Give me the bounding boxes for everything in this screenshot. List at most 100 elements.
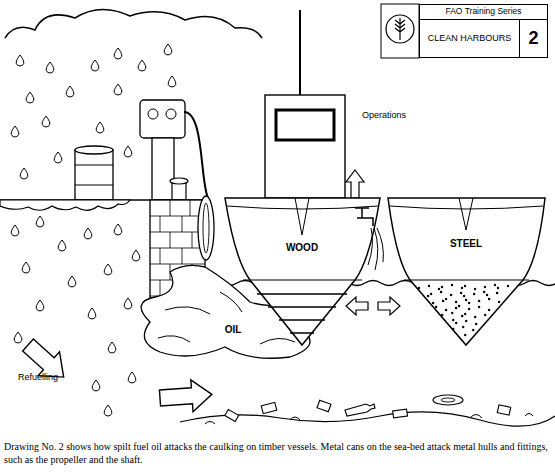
metal-can — [225, 409, 239, 421]
oil-drum — [75, 150, 113, 200]
corrosion-dot — [428, 285, 430, 287]
sunken-tyre — [433, 395, 463, 405]
corrosion-dot — [484, 314, 486, 316]
corrosion-dot — [463, 295, 465, 297]
corrosion-dot — [461, 315, 463, 317]
oil-outline — [141, 265, 310, 358]
corrosion-dot — [494, 284, 496, 286]
corrosion-dot — [455, 322, 457, 324]
steel-hull-shape — [388, 190, 545, 350]
corrosion-dot — [478, 306, 480, 308]
corrosion-dot — [445, 298, 447, 300]
title-block: FAO Training SeriesCLEAN HARBOURS2 — [419, 4, 548, 58]
corrosion-dot — [451, 312, 453, 314]
corrosion-dot — [475, 323, 477, 325]
attack-arrow — [346, 297, 368, 315]
corrosion-dot — [432, 302, 434, 304]
sea-bed-stones — [205, 414, 533, 425]
scene-label: Refuelling — [18, 373, 58, 383]
attack-arrow — [378, 297, 400, 315]
bottle — [345, 404, 375, 416]
tyre-fender-inner — [203, 203, 209, 253]
metal-can — [261, 402, 277, 413]
corrosion-dot — [484, 286, 486, 288]
waterline — [404, 279, 529, 280]
corrosion-dot — [441, 286, 443, 288]
corrosion-dot — [465, 320, 467, 322]
corrosion-dot — [498, 301, 500, 303]
corrosion-dot — [461, 287, 463, 289]
corrosion-dot — [464, 313, 466, 315]
pump-body — [152, 138, 174, 200]
flow-arrow — [17, 333, 74, 389]
corrosion-dot — [486, 294, 488, 296]
node-text: FAO Training Series — [420, 5, 547, 20]
drum-bands — [75, 165, 113, 185]
figure-caption: Drawing No. 2 shows how spilt fuel oil a… — [4, 440, 552, 466]
gunwale — [390, 206, 543, 209]
spilt-oil-splash — [0, 200, 130, 210]
corrosion-dot — [464, 285, 466, 287]
corrosion-dot — [452, 328, 454, 330]
corrosion-dot — [488, 298, 490, 300]
node-text: CLEAN HARBOURS — [420, 20, 519, 57]
corrosion-dot — [455, 301, 457, 303]
node-text: OIL — [208, 322, 258, 336]
metal-can — [393, 409, 408, 418]
node-text: 2 — [519, 20, 547, 57]
pump-dial — [166, 109, 176, 119]
corrosion-dot — [474, 316, 476, 318]
node-text: STEEL — [426, 236, 506, 250]
corrosion-dot — [445, 309, 447, 311]
metal-can — [317, 400, 331, 412]
rain-cloud — [5, 9, 262, 38]
bollard — [172, 182, 186, 200]
bow-stem — [459, 198, 473, 230]
mast — [299, 10, 301, 95]
corrosion-dot — [488, 309, 490, 311]
corrosion-dot — [440, 291, 442, 293]
logo-circle — [386, 15, 414, 43]
corrosion-dot — [478, 300, 480, 302]
corrosion-dot — [507, 285, 509, 287]
oil-streaks — [158, 292, 295, 344]
flow-arrow — [159, 378, 213, 414]
corrosion-dot — [472, 329, 474, 331]
corrosion-dot — [458, 305, 460, 307]
corrosion-dot — [462, 326, 464, 328]
corrosion-dot — [430, 293, 432, 295]
tyre-fender — [198, 196, 214, 260]
corrosion-dot — [460, 292, 462, 294]
hull-outline — [388, 198, 545, 345]
waterline — [243, 279, 362, 280]
corrosion-dot — [465, 299, 467, 301]
scene-label: Operations — [362, 111, 406, 121]
corrosion-dot — [435, 306, 437, 308]
corrosion-dot — [451, 284, 453, 286]
corrosion-dot — [468, 308, 470, 310]
metal-can — [497, 405, 510, 415]
corrosion-dot — [474, 288, 476, 290]
wheelhouse-window — [276, 110, 334, 140]
fuel-hose — [184, 112, 208, 198]
corrosion-dot — [438, 288, 440, 290]
operations-arrow — [346, 170, 364, 198]
sunken-tyre-inner — [441, 398, 455, 402]
corrosion-dot — [442, 300, 444, 302]
corrosion-dot — [473, 293, 475, 295]
deck-tap — [355, 208, 373, 226]
logo-box — [381, 4, 419, 58]
wood-hull-shape — [225, 190, 380, 350]
corrosion-dot — [464, 334, 466, 336]
corrosion-dot — [441, 314, 443, 316]
steel-hull: STEEL — [388, 190, 545, 350]
corrosion-dot — [496, 292, 498, 294]
pump-head — [140, 100, 185, 138]
drum-lid — [75, 146, 113, 154]
corrosion-dot — [468, 302, 470, 304]
pump-dial — [148, 109, 158, 119]
corrosion-dot — [455, 307, 457, 309]
corrosion-dot — [497, 287, 499, 289]
water-jet — [368, 228, 383, 270]
corrosion-dot — [427, 295, 429, 297]
